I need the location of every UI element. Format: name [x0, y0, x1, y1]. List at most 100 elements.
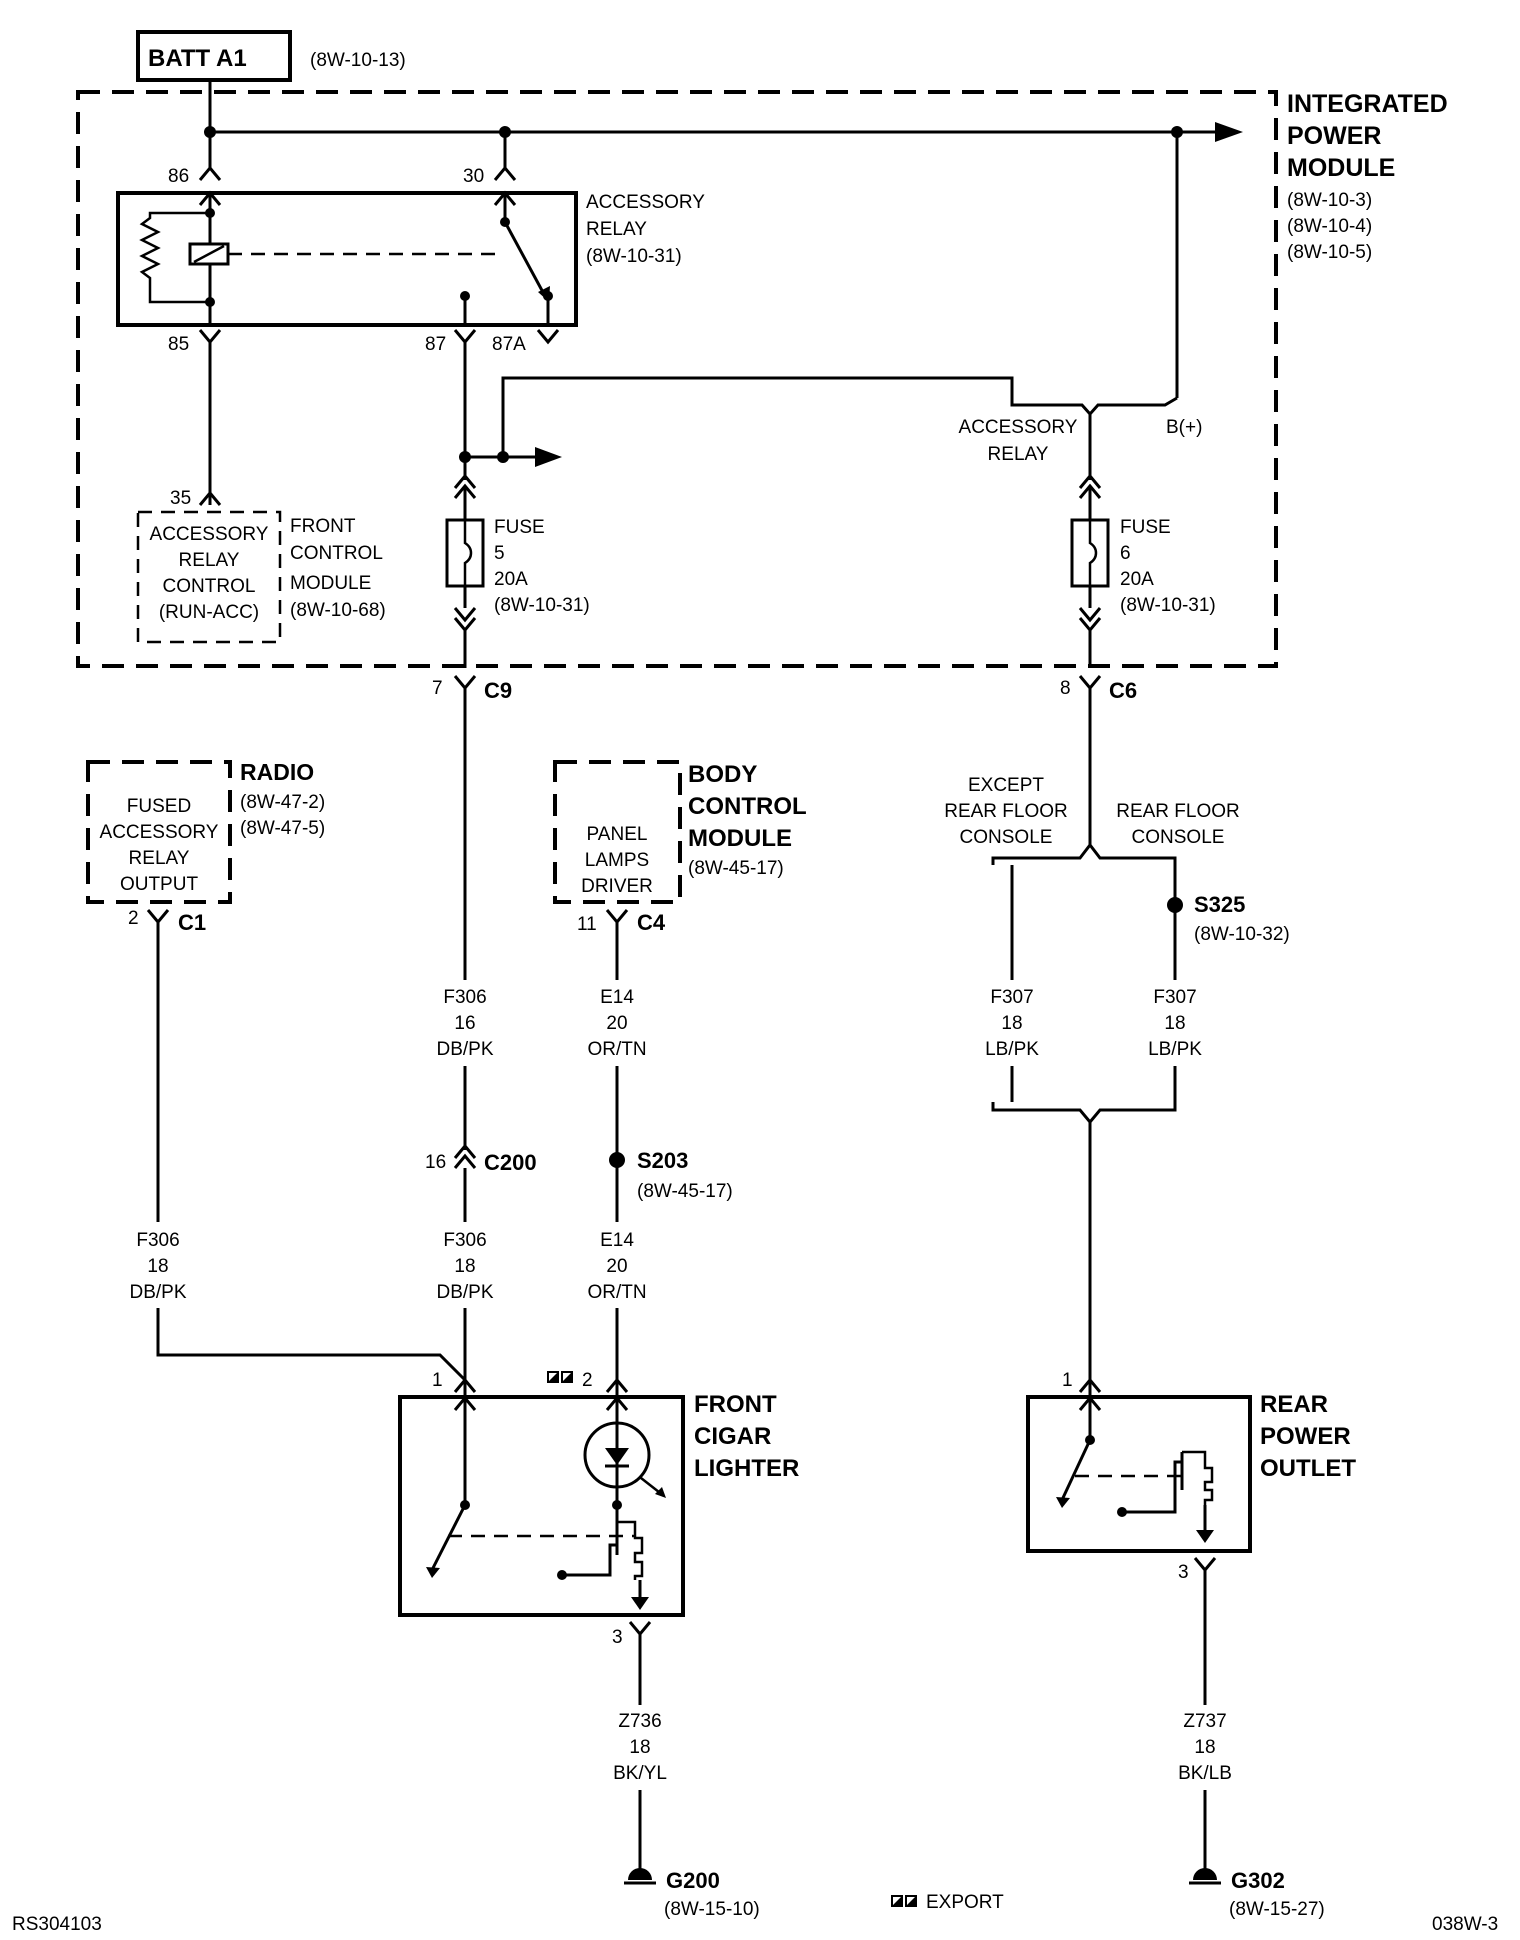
radio: FUSED ACCESSORY RELAY OUTPUT RADIO (8W-4… [86, 759, 325, 935]
except-1: EXCEPT [968, 775, 1044, 796]
bcm-pin: 11 [577, 914, 597, 935]
radio-pin: 2 [128, 908, 139, 929]
batt-a1: BATT A1 (8W-10-13) [136, 30, 406, 82]
f306a-gauge: 16 [454, 1013, 475, 1034]
e14a-color: OR/TN [587, 1039, 646, 1060]
radio-ref-1: (8W-47-2) [240, 792, 325, 813]
g200-ref: (8W-15-10) [664, 1899, 760, 1920]
f306-radio-circuit: F306 18 DB/PK [129, 922, 467, 1382]
radio-box-2: ACCESSORY [100, 822, 219, 843]
fcm-label-1: FRONT [290, 516, 356, 537]
fuse6-l2: 6 [1120, 543, 1131, 564]
bcm-title-1: BODY [688, 761, 757, 788]
connector-c9: 7 C9 [432, 675, 512, 703]
fcm-ref: (8W-10-68) [290, 600, 386, 621]
except-2: REAR FLOOR [944, 801, 1068, 822]
s325-ref: (8W-10-32) [1194, 924, 1290, 945]
ipm-ref-2: (8W-10-4) [1287, 216, 1372, 237]
g200-name: G200 [666, 1868, 720, 1893]
lighter-title-2: CIGAR [694, 1423, 771, 1450]
g302-name: G302 [1231, 1868, 1285, 1893]
radio-title: RADIO [240, 759, 314, 785]
lighter-title-3: LIGHTER [694, 1455, 799, 1482]
fcm-pin-35: 35 [170, 488, 191, 509]
outlet-title-2: POWER [1260, 1423, 1351, 1450]
batt-name: BATT A1 [148, 45, 247, 72]
bcm-conn: C4 [637, 910, 666, 935]
ipm-title-2: POWER [1287, 122, 1381, 150]
relay-pin-30: 30 [463, 166, 484, 187]
relay-pin-87a: 87A [492, 334, 526, 355]
f307b-color: LB/PK [1148, 1039, 1202, 1060]
f306r-code: F306 [136, 1230, 179, 1251]
z736-code: Z736 [618, 1711, 661, 1732]
bcm-title-3: MODULE [688, 825, 792, 852]
z737-gauge: 18 [1194, 1737, 1215, 1758]
connector-c6: 8 C6 [1060, 675, 1137, 703]
lighter-pin-2: 2 [582, 1370, 593, 1391]
s325-name: S325 [1194, 892, 1245, 917]
bus-arrow-icon [1215, 122, 1243, 142]
fuse5-l3: 20A [494, 569, 528, 590]
accessory-relay: ACCESSORY RELAY (8W-10-31) 86 85 30 [116, 165, 705, 355]
except-3: CONSOLE [960, 827, 1053, 848]
rear-power-outlet: 1 REAR POWER OUTLET 3 [1026, 1370, 1356, 1583]
f307a-color: LB/PK [985, 1039, 1039, 1060]
c9-name: C9 [484, 678, 512, 703]
c6-name: C6 [1109, 678, 1137, 703]
radio-box-3: RELAY [129, 848, 190, 869]
lighter-title-1: FRONT [694, 1391, 777, 1418]
acc-out-l2: RELAY [988, 444, 1049, 465]
ipm-ref-3: (8W-10-5) [1287, 242, 1372, 263]
f306a-code: F306 [443, 987, 486, 1008]
radio-box-1: FUSED [127, 796, 191, 817]
z737-code: Z737 [1183, 1711, 1226, 1732]
fuse6-l3: 20A [1120, 569, 1154, 590]
arrow-right-icon [535, 447, 562, 467]
outlet-title-3: OUTLET [1260, 1455, 1356, 1482]
f307b-gauge: 18 [1164, 1013, 1185, 1034]
g302-ref: (8W-15-27) [1229, 1899, 1325, 1920]
fcm-label-3: MODULE [290, 573, 371, 594]
body-control-module: PANEL LAMPS DRIVER BODY CONTROL MODULE (… [553, 760, 807, 935]
rear-branch: EXCEPT REAR FLOOR CONSOLE REAR FLOOR CON… [944, 688, 1290, 1395]
radio-box-4: OUTPUT [120, 874, 199, 895]
radio-conn: C1 [178, 910, 206, 935]
acc-out-bplus: B(+) [1166, 417, 1202, 438]
relay-pin-87: 87 [425, 334, 446, 355]
e14a-code: E14 [600, 987, 634, 1008]
legend-export-label: EXPORT [926, 1892, 1004, 1913]
e14b-code: E14 [600, 1230, 634, 1251]
lighter-pin-1: 1 [432, 1370, 443, 1391]
s203-ref: (8W-45-17) [637, 1181, 733, 1202]
integrated-power-module: INTEGRATED POWER MODULE (8W-10-3) (8W-10… [76, 90, 1448, 668]
fuse-6-circuit: ACCESSORY RELAY B(+) FUSE 6 20A (8W-10-3… [959, 396, 1216, 668]
c200-pin: 16 [425, 1152, 446, 1173]
batt-ref: (8W-10-13) [310, 50, 406, 71]
ipm-ref-1: (8W-10-3) [1287, 190, 1372, 211]
f307a-gauge: 18 [1001, 1013, 1022, 1034]
f306a-color: DB/PK [436, 1039, 493, 1060]
fuse-5-circuit: FUSE 5 20A (8W-10-31) [445, 342, 1014, 668]
rear-2: CONSOLE [1132, 827, 1225, 848]
battery-bus [204, 80, 1243, 398]
footer-left: RS304103 [12, 1914, 102, 1935]
z736-gauge: 18 [629, 1737, 650, 1758]
bcm-title-2: CONTROL [688, 793, 807, 820]
c200-name: C200 [484, 1150, 537, 1175]
f306b-gauge: 18 [454, 1256, 475, 1277]
e14a-gauge: 20 [606, 1013, 627, 1034]
f306b-color: DB/PK [436, 1282, 493, 1303]
fuse5-l2: 5 [494, 543, 505, 564]
lighter-pin-3: 3 [612, 1627, 623, 1648]
f307b-code: F307 [1153, 987, 1196, 1008]
f306r-color: DB/PK [129, 1282, 186, 1303]
legend-export: EXPORT [891, 1892, 1004, 1913]
relay-pin-85: 85 [168, 334, 189, 355]
fcm-box-3: CONTROL [163, 576, 256, 597]
fcm-box-4: (RUN-ACC) [159, 602, 259, 623]
relay-title-2: RELAY [586, 219, 647, 240]
f306-circuit: F306 16 DB/PK 16 C200 F306 18 DB/PK [425, 688, 537, 1395]
z737-color: BK/LB [1178, 1763, 1232, 1784]
